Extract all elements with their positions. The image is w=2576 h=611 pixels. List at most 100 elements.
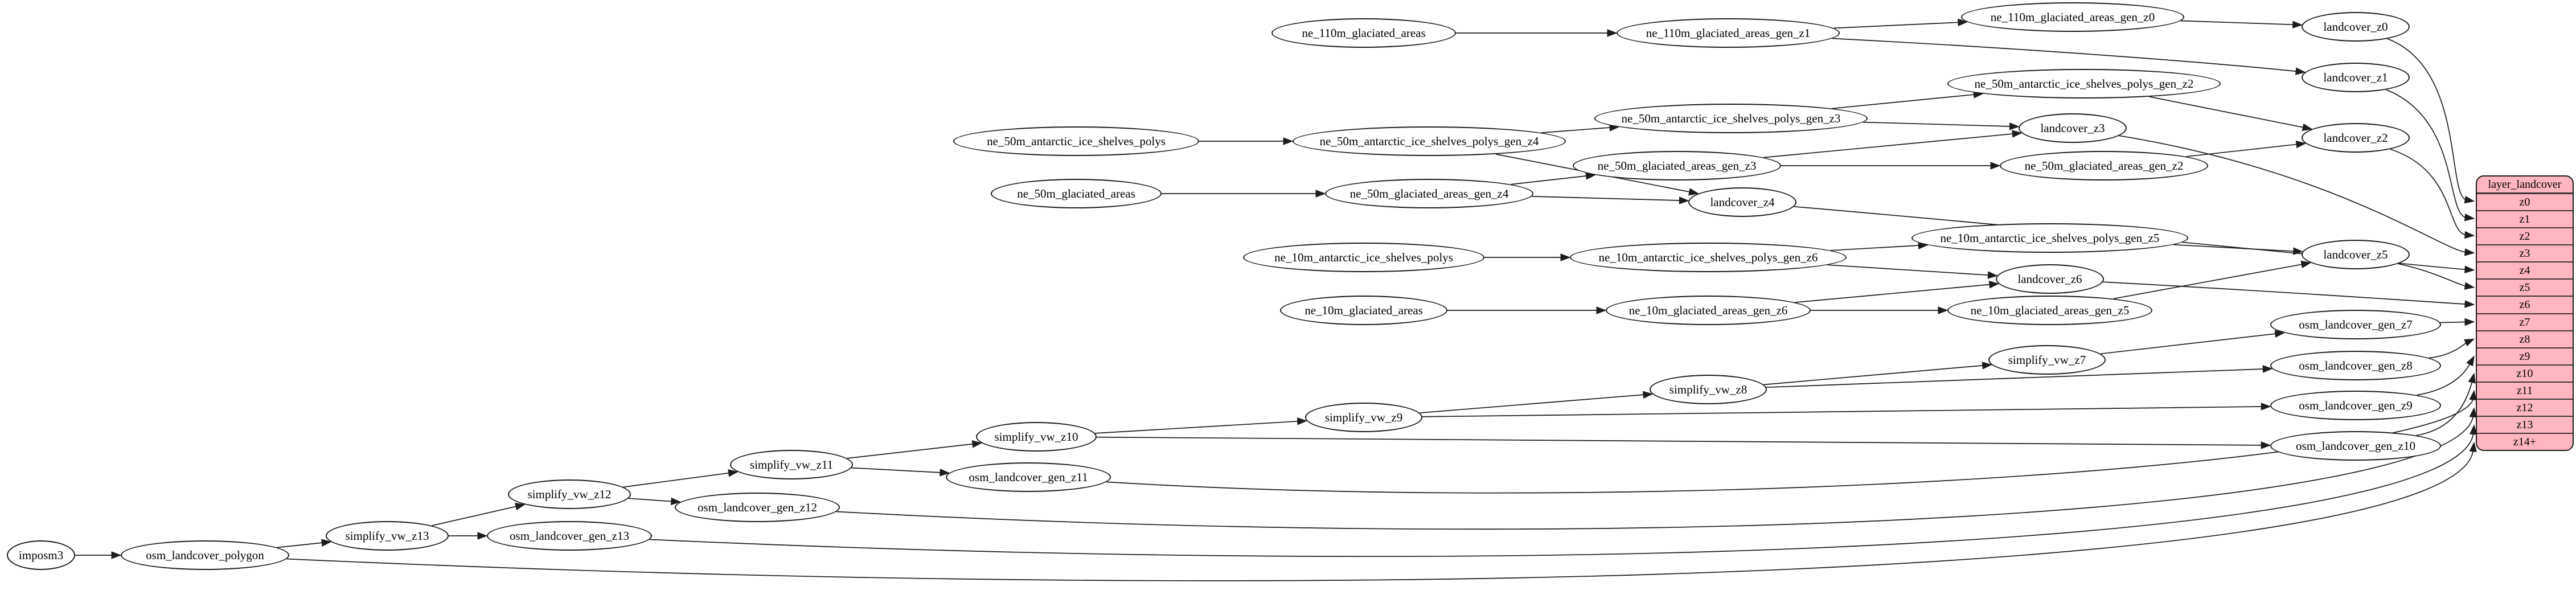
- node-ne_50m_glaciated_areas_gen_z2: ne_50m_glaciated_areas_gen_z2: [2000, 151, 2208, 181]
- node-label: osm_landcover_gen_z13: [510, 528, 629, 543]
- node-label: ne_110m_glaciated_areas_gen_z1: [1646, 26, 1811, 40]
- node-ne_10m_glaciated_areas_gen_z6: ne_10m_glaciated_areas_gen_z6: [1606, 296, 1811, 325]
- edge-ne_50m_glaciated_areas_gen_z3-to-landcover_z3: [1763, 133, 2015, 158]
- edge-landcover_z1-to-layer-z1: [2386, 89, 2467, 219]
- arrowhead-icon: [1607, 29, 1618, 37]
- node-osm_landcover_gen_z10: osm_landcover_gen_z10: [2270, 431, 2441, 461]
- node-label: landcover_z2: [2323, 130, 2388, 145]
- arrowhead-icon: [2261, 441, 2271, 449]
- edge-ne_50m_antarctic_ice_shelves_polys_gen_z3-to-landcover_z3: [1863, 121, 2012, 127]
- edge-osm_landcover_gen_z9-to-layer-z9: [2417, 362, 2471, 396]
- arrowhead-icon: [2464, 214, 2475, 222]
- node-label: simplify_vw_z11: [749, 457, 834, 471]
- node-label: simplify_vw_z12: [527, 487, 612, 501]
- edge-simplify_vw_z11-to-simplify_vw_z10: [847, 443, 975, 459]
- edge-landcover_z5-to-layer-z5: [2398, 263, 2467, 287]
- edge-osm_landcover_gen_z8-to-layer-z8: [2429, 341, 2468, 359]
- node-label: ne_10m_glaciated_areas_gen_z6: [1629, 303, 1788, 317]
- table-row-z14+: z14+: [2477, 432, 2573, 450]
- node-ne_110m_glaciated_areas_gen_z0: ne_110m_glaciated_areas_gen_z0: [1961, 2, 2184, 32]
- node-landcover_z6: landcover_z6: [1996, 264, 2104, 294]
- arrowhead-icon: [1987, 271, 1998, 279]
- arrowhead-icon: [1982, 362, 1993, 370]
- node-ne_50m_antarctic_ice_shelves_polys_gen_z2: ne_50m_antarctic_ice_shelves_polys_gen_z…: [1947, 69, 2221, 99]
- edge-landcover_z0-to-layer-z0: [2387, 38, 2467, 201]
- node-osm_landcover_gen_z13: osm_landcover_gen_z13: [487, 521, 652, 551]
- table-row-z2: z2: [2477, 227, 2573, 244]
- node-label: landcover_z1: [2323, 70, 2388, 84]
- node-ne_50m_glaciated_areas_gen_z3: ne_50m_glaciated_areas_gen_z3: [1573, 151, 1781, 181]
- node-label: simplify_vw_z8: [1669, 382, 1748, 396]
- node-simplify_vw_z8: simplify_vw_z8: [1650, 375, 1767, 404]
- node-label: osm_landcover_gen_z9: [2299, 398, 2413, 412]
- node-label: ne_50m_antarctic_ice_shelves_polys_gen_z…: [1621, 111, 1841, 125]
- arrowhead-icon: [1990, 162, 2001, 170]
- arrowhead-icon: [2274, 330, 2286, 338]
- node-landcover_z0: landcover_z0: [2302, 12, 2410, 42]
- table-row-z9: z9: [2477, 347, 2573, 364]
- edge-simplify_vw_z7-to-osm_landcover_gen_z7: [2100, 333, 2277, 355]
- node-label: ne_10m_glaciated_areas: [1305, 303, 1423, 317]
- edge-ne_10m_antarctic_ice_shelves_polys_gen_z5-to-landcover_z5: [2173, 244, 2295, 252]
- node-landcover_z3: landcover_z3: [2019, 113, 2127, 143]
- table-row-z11: z11: [2477, 381, 2573, 399]
- arrowhead-icon: [321, 539, 332, 547]
- arrowhead-icon: [2012, 130, 2023, 138]
- node-label: landcover_z5: [2323, 247, 2388, 261]
- edge-landcover_z2-to-layer-z2: [2390, 149, 2467, 236]
- edge-ne_10m_antarctic_ice_shelves_polys_gen_z6-to-ne_10m_antarctic_ice_shelves_polys_gen_z5: [1830, 245, 1921, 251]
- node-label: ne_10m_antarctic_ice_shelves_polys: [1274, 250, 1453, 264]
- edge-ne_110m_glaciated_areas_gen_z1-to-landcover_z1: [1832, 38, 2298, 72]
- node-label: osm_landcover_gen_z7: [2299, 317, 2413, 331]
- edge-ne_10m_glaciated_areas_gen_z5-to-landcover_z5: [2113, 263, 2304, 300]
- edge-ne_50m_antarctic_ice_shelves_polys_gen_z2-to-landcover_z2: [2149, 96, 2305, 129]
- node-label: simplify_vw_z13: [345, 528, 429, 543]
- edge-ne_110m_glaciated_areas_gen_z1-to-ne_110m_glaciated_areas_gen_z0: [1833, 22, 1960, 29]
- edge-simplify_vw_z10-to-osm_landcover_gen_z10: [1096, 436, 2263, 446]
- edge-landcover_z3-to-layer-z3: [2119, 135, 2467, 253]
- arrowhead-icon: [1688, 188, 1699, 196]
- arrowhead-icon: [2295, 67, 2306, 75]
- node-label: ne_50m_antarctic_ice_shelves_polys_gen_z…: [1319, 134, 1539, 148]
- node-osm_landcover_polygon: osm_landcover_polygon: [121, 540, 289, 570]
- node-label: osm_landcover_gen_z10: [2296, 438, 2415, 453]
- edge-ne_50m_antarctic_ice_shelves_polys_gen_z4-to-ne_50m_antarctic_ice_shelves_polys_gen_z3: [1541, 126, 1612, 133]
- arrowhead-icon: [2295, 140, 2307, 149]
- edge-osm_landcover_polygon-to-layer-z14+: [286, 449, 2474, 581]
- edge-osm_landcover_gen_z11-to-layer-z11: [1106, 397, 2474, 494]
- node-simplify_vw_z11: simplify_vw_z11: [730, 450, 853, 479]
- table-row-z8: z8: [2477, 330, 2573, 347]
- node-ne_50m_antarctic_ice_shelves_polys_gen_z4: ne_50m_antarctic_ice_shelves_polys_gen_z…: [1293, 126, 1566, 156]
- node-label: ne_10m_antarctic_ice_shelves_polys_gen_z…: [1940, 231, 2160, 245]
- node-label: ne_110m_glaciated_areas: [1302, 26, 1426, 40]
- node-label: landcover_z0: [2323, 19, 2388, 34]
- node-osm_landcover_gen_z7: osm_landcover_gen_z7: [2270, 310, 2441, 339]
- node-simplify_vw_z7: simplify_vw_z7: [1988, 345, 2106, 375]
- edge-simplify_vw_z10-to-simplify_vw_z9: [1094, 420, 1299, 434]
- edge-simplify_vw_z8-to-osm_landcover_gen_z8: [1766, 368, 2265, 388]
- table-row-z5: z5: [2477, 278, 2573, 296]
- table-row-z3: z3: [2477, 244, 2573, 261]
- arrowhead-icon: [111, 551, 122, 559]
- layer-landcover-table-title: layer_landcover: [2488, 178, 2562, 191]
- arrowhead-icon: [2302, 123, 2313, 132]
- table-row-z1: z1: [2477, 210, 2573, 227]
- node-label: osm_landcover_gen_z11: [969, 470, 1088, 484]
- edge-osm_landcover_polygon-to-simplify_vw_z13: [277, 542, 324, 548]
- node-osm_landcover_gen_z9: osm_landcover_gen_z9: [2270, 391, 2441, 420]
- node-label: osm_landcover_polygon: [146, 548, 264, 562]
- node-ne_10m_antarctic_ice_shelves_polys_gen_z6: ne_10m_antarctic_ice_shelves_polys_gen_z…: [1570, 243, 1847, 272]
- arrowhead-icon: [2464, 265, 2475, 273]
- edge-simplify_vw_z9-to-osm_landcover_gen_z9: [1422, 406, 2263, 417]
- arrowhead-icon: [2464, 282, 2475, 290]
- node-ne_10m_antarctic_ice_shelves_polys: ne_10m_antarctic_ice_shelves_polys: [1243, 243, 1484, 272]
- arrowhead-icon: [1988, 281, 2000, 289]
- arrowhead-icon: [2009, 122, 2020, 130]
- edge-simplify_vw_z11-to-osm_landcover_gen_z11: [851, 467, 942, 473]
- arrowhead-icon: [2464, 231, 2475, 239]
- edge-osm_landcover_gen_z10-to-layer-z10: [2416, 380, 2473, 436]
- arrowhead-icon: [2464, 196, 2475, 204]
- node-label: osm_landcover_gen_z12: [698, 500, 817, 514]
- arrowhead-icon: [2469, 389, 2477, 401]
